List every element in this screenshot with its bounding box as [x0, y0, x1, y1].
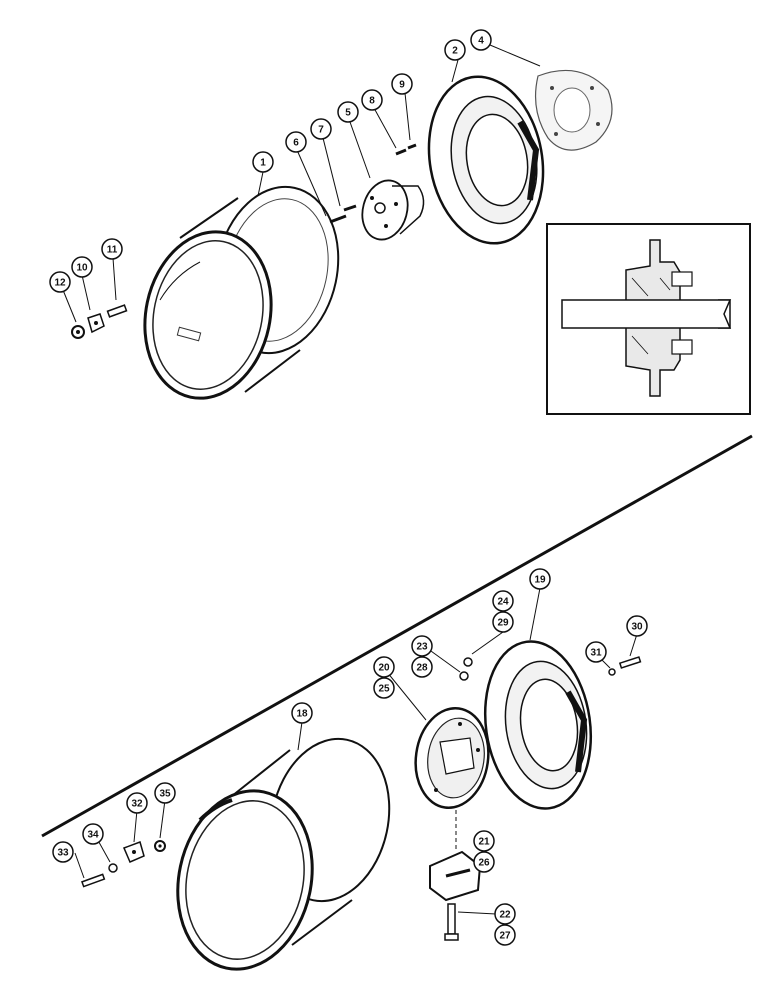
callout-25-label: 25 — [378, 684, 390, 695]
callout-24: 24 — [492, 590, 514, 612]
callout-5-label: 5 — [345, 108, 351, 119]
part-8-screw — [395, 148, 407, 156]
callout-30-label: 30 — [631, 622, 643, 633]
section-divider-line — [41, 434, 753, 838]
callout-25: 25 — [373, 677, 395, 699]
callout-34-label: 34 — [87, 830, 99, 841]
callout-11-label: 11 — [107, 245, 118, 256]
callout-19: 19 — [529, 568, 551, 590]
part-24-nut — [463, 657, 473, 667]
leader-lines — [62, 44, 638, 915]
callout-7: 7 — [310, 118, 332, 140]
callout-12-label: 12 — [54, 278, 66, 289]
callout-31-label: 31 — [590, 648, 602, 659]
callout-27: 27 — [494, 924, 516, 946]
callout-22-label: 22 — [499, 910, 511, 921]
part-20-wheel-center — [414, 706, 490, 810]
callout-2-label: 2 — [452, 46, 458, 57]
callout-18: 18 — [291, 702, 313, 724]
part-4-mounting-plate — [534, 69, 613, 151]
cross-section-inset — [546, 223, 751, 415]
callout-26-label: 26 — [478, 858, 490, 869]
part-7-stud — [343, 204, 357, 212]
part-12-nut — [71, 325, 85, 339]
part-31-washer — [608, 668, 616, 676]
callout-9: 9 — [391, 73, 413, 95]
callout-12: 12 — [49, 271, 71, 293]
part-23-washer — [459, 671, 469, 681]
callout-35: 35 — [154, 782, 176, 804]
callout-22: 22 — [494, 903, 516, 925]
callout-10: 10 — [71, 256, 93, 278]
callout-30: 30 — [626, 615, 648, 637]
callout-6: 6 — [285, 131, 307, 153]
callout-1: 1 — [252, 151, 274, 173]
callout-19-label: 19 — [534, 575, 546, 586]
callout-2: 2 — [444, 39, 466, 61]
part-19-wheel-weight — [483, 640, 593, 810]
part-10-clamp — [87, 313, 105, 334]
part-34-washer — [108, 863, 118, 873]
callout-5: 5 — [337, 101, 359, 123]
callout-8-label: 8 — [369, 96, 375, 107]
callout-4: 4 — [470, 29, 492, 51]
part-11-bolt — [106, 304, 128, 318]
callout-28-label: 28 — [416, 663, 428, 674]
callout-18-label: 18 — [296, 709, 308, 720]
callout-33: 33 — [52, 841, 74, 863]
callout-7-label: 7 — [318, 125, 324, 136]
callout-23: 23 — [411, 635, 433, 657]
callout-9-label: 9 — [399, 80, 405, 91]
part-5-hub — [361, 179, 425, 241]
part-9-screw — [407, 143, 417, 150]
callout-1-label: 1 — [260, 158, 266, 169]
callout-10-label: 10 — [76, 263, 88, 274]
part-21-clamp-block — [429, 850, 482, 902]
callout-26: 26 — [473, 851, 495, 873]
callout-31: 31 — [585, 641, 607, 663]
callout-29-label: 29 — [497, 618, 509, 629]
callout-32-label: 32 — [131, 799, 143, 810]
part-35-nut — [154, 840, 166, 852]
callout-6-label: 6 — [293, 138, 299, 149]
callout-20-label: 20 — [378, 663, 390, 674]
callout-32: 32 — [126, 792, 148, 814]
callout-24-label: 24 — [497, 597, 509, 608]
part-22-bolt — [444, 903, 459, 941]
callout-23-label: 23 — [416, 642, 428, 653]
callout-4-label: 4 — [478, 36, 484, 47]
callout-29: 29 — [492, 611, 514, 633]
callout-8: 8 — [361, 89, 383, 111]
callout-11: 11 — [101, 238, 123, 260]
part-18-wheel-rim — [176, 737, 391, 971]
callout-27-label: 27 — [499, 931, 511, 942]
callout-33-label: 33 — [57, 848, 69, 859]
callout-28: 28 — [411, 656, 433, 678]
part-33-bolt — [81, 873, 106, 888]
part-1-wheel-rim — [143, 185, 340, 400]
part-2-wheel-disc — [427, 75, 545, 245]
callout-21: 21 — [473, 830, 495, 852]
callout-34: 34 — [82, 823, 104, 845]
callout-35-label: 35 — [159, 789, 171, 800]
part-6-stud — [329, 214, 347, 224]
part-30-bolt — [618, 656, 642, 669]
part-32-clamp — [123, 841, 145, 863]
callout-21-label: 21 — [478, 837, 490, 848]
callout-20: 20 — [373, 656, 395, 678]
